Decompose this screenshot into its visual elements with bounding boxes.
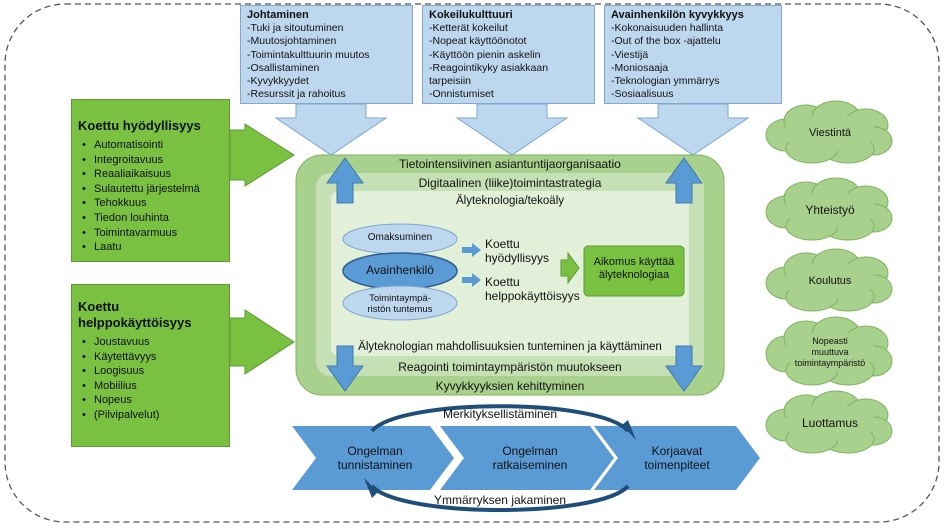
- box-title: Koettu hyödyllisyys: [78, 118, 201, 133]
- cycle-arrow-bottom: [370, 484, 630, 512]
- chevron-step-2: [440, 426, 614, 490]
- cloud-nopeasti-muuttuva: [765, 316, 893, 386]
- cloud-label-viestinta: Viestintä: [809, 127, 851, 139]
- label-reagointi: Reagointi toimintaympäristön muutokseen: [398, 360, 622, 374]
- label-koettu-hyodyllisyys: Koettu hyödyllisyys: [485, 237, 550, 265]
- label-kyvykkyydet: Kyvykkyyksien kehittyminen: [435, 379, 585, 393]
- oval-label-avainhenkilo: Avainhenkilö: [366, 263, 434, 277]
- box-item: -Muutosjohtaminen: [247, 35, 337, 48]
- label-ymmarryksen-jakaminen: Ymmärryksen jakaminen: [433, 493, 567, 507]
- label-alyteknologia: Älyteknologia/tekoäly: [455, 195, 565, 207]
- list-item: (Pilvipalvelut): [82, 408, 221, 423]
- cloud-yhteistyo: [765, 177, 893, 241]
- box-item: -Teknologian ymmärrys: [611, 75, 720, 88]
- box-item: -Käyttöön pienin askelin: [429, 48, 541, 61]
- box-avainhenkilon-kyvykkyys: Avainhenkilön kyvykkyys -Kokonaisuuden h…: [604, 5, 782, 104]
- box-item: -Tuki ja sitoutuminen: [247, 22, 344, 35]
- box-item: -Reagointikyky asiakkaan tarpeisiin: [429, 61, 549, 88]
- cycle-arrowhead-bottom: [364, 478, 378, 498]
- cycle-arrowhead-top: [622, 420, 636, 440]
- arrow-up-left: [326, 157, 364, 204]
- cycle-arrow-top: [370, 404, 630, 433]
- arrow-up-right: [665, 157, 703, 204]
- list-item: Loogisuus: [82, 364, 221, 379]
- list-item: Laatu: [82, 240, 221, 255]
- arrow-to-intention: [560, 251, 580, 285]
- box-item: -Onnistumiset: [429, 88, 494, 101]
- box-item: -Toimintakulttuurin muutos: [247, 48, 370, 61]
- box-item: -Viestijä: [611, 48, 649, 61]
- label-mahdollisuudet: Älyteknologian mahdollisuuksien tuntemin…: [358, 341, 662, 353]
- box-koettu-helppokayttoisyys: Koettu helppokäyttöisyys Joustavuus Käyt…: [71, 284, 230, 447]
- cloud-label-luottamus: Luottamus: [801, 416, 859, 430]
- step-label-korjaavat-toimenpiteet: Korjaavat toimenpiteet: [644, 444, 710, 472]
- box-item: -Osallistaminen: [247, 61, 320, 74]
- box-title: Avainhenkilön kyvykkyys: [611, 9, 744, 21]
- box-item: -Kokonaisuuden hallinta: [611, 22, 724, 35]
- box-item: -Moniosaaja: [611, 61, 669, 74]
- arrow-hyodyllisyys: [229, 123, 295, 187]
- cloud-luottamus: [765, 390, 893, 454]
- list-item: Automatisointi: [82, 138, 221, 153]
- list-item: Mobiilius: [82, 379, 221, 394]
- list: Automatisointi Integroitavuus Reaaliaika…: [78, 138, 221, 255]
- box-koettu-hyodyllisyys: Koettu hyödyllisyys Automatisointi Integ…: [71, 99, 230, 262]
- intention-box: [583, 245, 685, 297]
- box-item: -Resurssit ja rahoitus: [247, 88, 346, 101]
- label-organisaatio: Tietointensiivinen asiantuntijaorganisaa…: [399, 157, 621, 171]
- oval-label-toimintaymparisto: Toimintaympä- ristön tuntemus: [367, 293, 433, 315]
- box-title: Johtaminen: [247, 9, 309, 21]
- chevron-step-3: [594, 426, 760, 490]
- arrow-down-left: [326, 345, 364, 392]
- label-koettu-helppokayttoisyys: Koettu helppokäyttöisyys: [485, 275, 580, 303]
- chevron-step-1: [292, 426, 454, 490]
- label-merkityksellistaminen: Merkityksellistäminen: [442, 407, 558, 421]
- box-item: -Out of the box -ajattelu: [611, 35, 721, 48]
- arrow-helppokayttoisyys: [229, 309, 295, 375]
- box-title: Koettu helppokäyttöisyys: [78, 299, 192, 330]
- list-item: Reaaliaikaisuus: [82, 167, 221, 182]
- cloud-label-yhteistyo: Yhteistyö: [805, 203, 855, 217]
- cloud-koulutus: [765, 248, 893, 312]
- list-item: Integroitavuus: [82, 153, 221, 168]
- list-item: Sulautettu järjestelmä: [82, 182, 221, 197]
- cloud-label-koulutus: Koulutus: [808, 275, 852, 287]
- step-label-ongelman-tunnistaminen: Ongelman tunnistaminen: [337, 444, 413, 472]
- arrow-to-hyodyllisyys: [462, 243, 481, 257]
- box-item: -Sosiaalisuus: [611, 88, 674, 101]
- list-item: Nopeus: [82, 393, 221, 408]
- cloud-shapes: [765, 100, 893, 454]
- label-strategia: Digitaalinen (liike)toimintastrategia: [418, 176, 602, 190]
- step-label-ongelman-ratkaiseminen: Ongelman ratkaiseminen: [492, 444, 568, 472]
- arrow-avainhenkilo: [636, 103, 750, 156]
- arrow-down-right: [665, 345, 703, 392]
- cloud-label-nopeasti-muuttuva: Nopeasti muuttuva toimintaympäristö: [794, 335, 866, 368]
- arrow-kokeilukulttuuri: [455, 103, 569, 156]
- arrow-to-helppokayttoisyys: [462, 273, 481, 287]
- list-item: Joustavuus: [82, 335, 221, 350]
- box-title: Kokeilukulttuuri: [429, 9, 513, 21]
- label-aikomus: Aikomus käyttää älyteknologiaa: [593, 256, 675, 281]
- box-item: -Ketterät kokeilut: [429, 22, 508, 35]
- list-item: Käytettävyys: [82, 350, 221, 365]
- list-item: Tehokkuus: [82, 196, 221, 211]
- list: Joustavuus Käytettävyys Loogisuus Mobiil…: [78, 335, 221, 423]
- cloud-viestinta: [765, 100, 893, 164]
- box-kokeilukulttuuri: Kokeilukulttuuri -Ketterät kokeilut -Nop…: [422, 5, 595, 104]
- box-item: -Kyvykkyydet: [247, 75, 309, 88]
- box-johtaminen: Johtaminen -Tuki ja sitoutuminen -Muutos…: [240, 5, 413, 104]
- oval-toimintaymparisto: [342, 285, 458, 321]
- oval-label-omaksuminen: Omaksuminen: [367, 232, 433, 243]
- arrow-johtaminen: [274, 103, 388, 156]
- list-item: Tiedon louhinta: [82, 211, 221, 226]
- list-item: Toimintavarmuus: [82, 226, 221, 241]
- box-item: -Nopeat käyttöönotot: [429, 35, 527, 48]
